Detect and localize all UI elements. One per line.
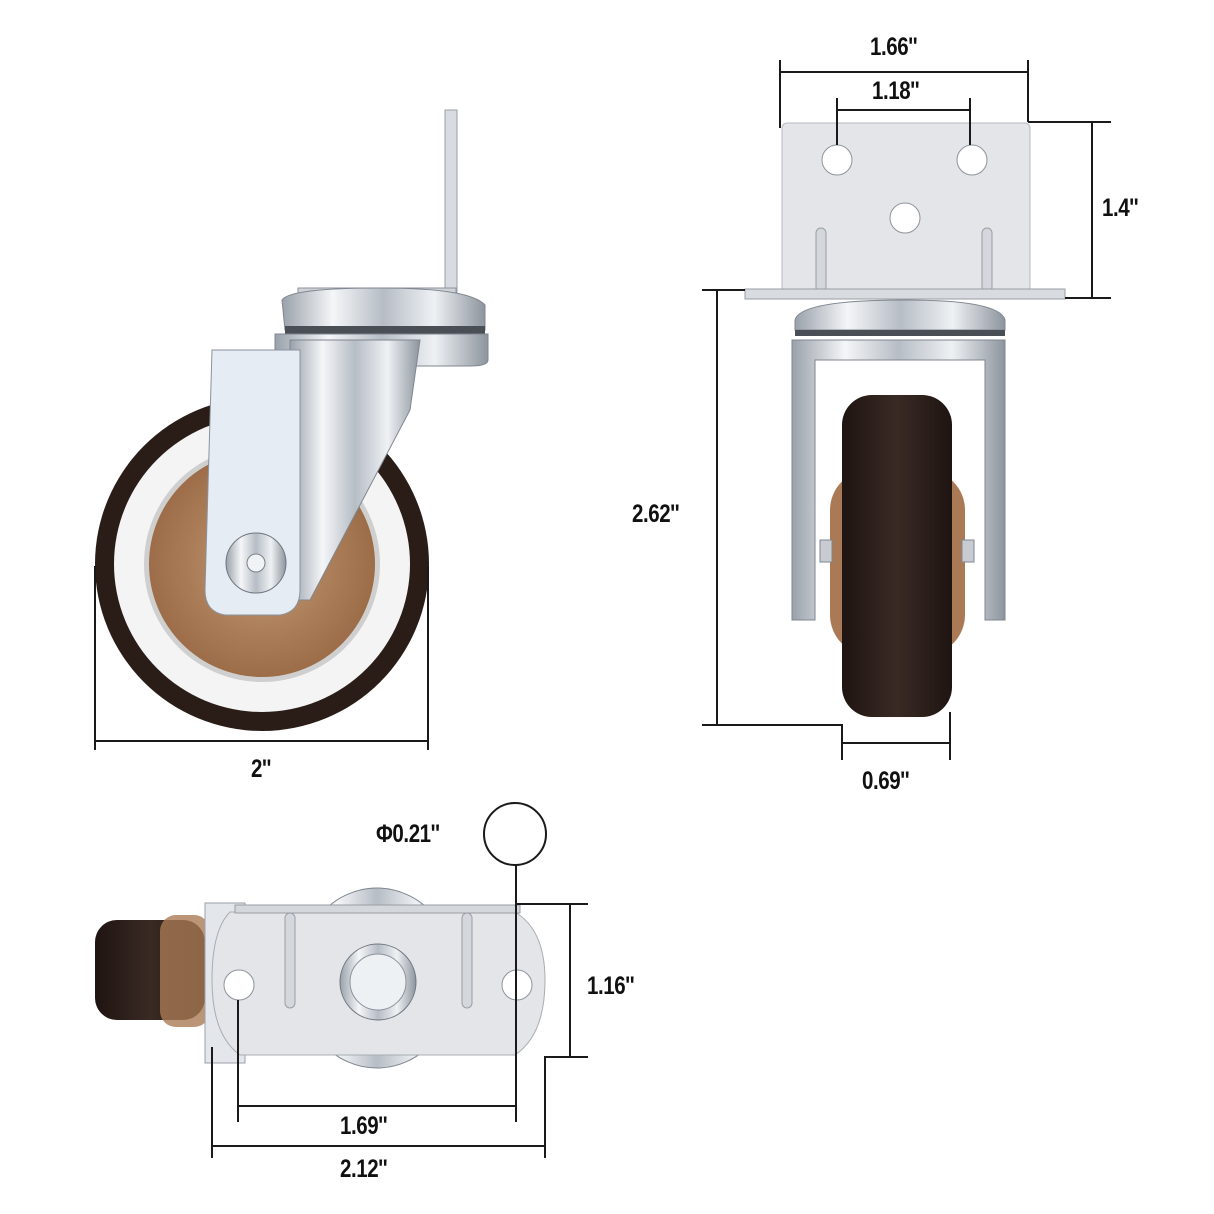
front-view-tire <box>842 395 952 717</box>
front-view-hole-right <box>956 144 988 176</box>
front-view-dimension-lines <box>702 60 1111 760</box>
front-view-hole-center <box>889 202 921 234</box>
label-hole-spacing: 1.69'' <box>340 1112 388 1140</box>
front-view-fork <box>791 339 1006 621</box>
label-wheel-diameter: 2'' <box>251 755 271 783</box>
top-view <box>95 802 588 1158</box>
front-view <box>702 60 1111 760</box>
label-plate-width: 1.66'' <box>870 33 918 61</box>
top-view-dimension-lines <box>211 865 588 1158</box>
front-view-hole-left <box>821 144 853 176</box>
label-hole-spacing-top: 1.18'' <box>872 77 920 105</box>
label-hole-diameter: Φ0.21'' <box>376 820 440 848</box>
side-view-wheel-diameter-dimension <box>94 566 429 750</box>
side-view-swivel-head <box>281 287 486 331</box>
side-view <box>94 109 489 750</box>
side-view-bracket-fin <box>444 109 458 296</box>
label-wheel-width: 0.69'' <box>862 767 910 795</box>
top-view-hole-left <box>223 969 255 1001</box>
front-view-swivel-head <box>794 299 1006 331</box>
label-plate-height: 1.4'' <box>1102 194 1139 222</box>
hole-diameter-callout-circle <box>483 802 547 866</box>
label-plate-depth: 1.16'' <box>587 972 635 1000</box>
label-overall-length: 2.12'' <box>340 1155 388 1183</box>
label-overall-height: 2.62'' <box>632 500 680 528</box>
